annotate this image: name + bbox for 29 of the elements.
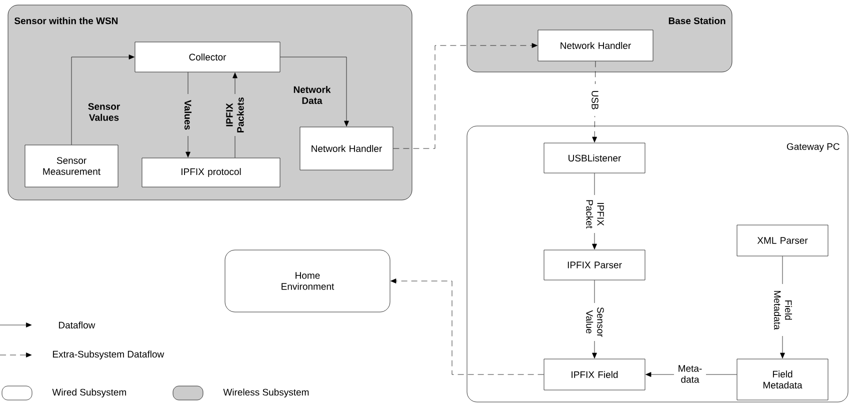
legend-label: Extra-Subsystem Dataflow bbox=[53, 350, 164, 360]
edge-label: Sensor Value bbox=[585, 303, 605, 341]
edge-label: Meta- data bbox=[674, 364, 706, 384]
edge-label: IPFIX Packet bbox=[585, 195, 605, 233]
edge-label: Values bbox=[184, 94, 192, 136]
legend-label: Dataflow bbox=[58, 322, 96, 328]
process-box: Network Handler bbox=[538, 30, 654, 62]
process-box: IPFIX Field bbox=[544, 358, 646, 390]
process-box: XML Parser bbox=[736, 224, 828, 256]
process-box: USBListener bbox=[544, 142, 646, 174]
edge-label: USB bbox=[590, 84, 600, 116]
arrow bbox=[393, 43, 538, 149]
arrow bbox=[280, 56, 349, 126]
arrow bbox=[390, 278, 544, 375]
process-box: Collector bbox=[134, 42, 280, 72]
process-box: Network Handler bbox=[300, 126, 394, 170]
arrow bbox=[71, 54, 134, 145]
process-box: IPFIX protocol bbox=[142, 158, 280, 188]
arrow bbox=[592, 61, 598, 142]
legend-label: Wireless Subsystem bbox=[223, 388, 309, 398]
edge-label: IPFIX Packets bbox=[225, 94, 245, 136]
process-box: Field Metadata bbox=[736, 358, 828, 400]
legend-label: Wired Subsystem bbox=[52, 388, 126, 398]
process-box: Sensor Measurement bbox=[24, 144, 118, 188]
edge-label: Field Metadata bbox=[773, 284, 793, 336]
process-box: IPFIX Parser bbox=[544, 250, 646, 280]
process-box: Home Environment bbox=[224, 250, 390, 312]
edge-label: Sensor Values bbox=[78, 102, 130, 122]
edge-label: Network Data bbox=[286, 85, 338, 105]
